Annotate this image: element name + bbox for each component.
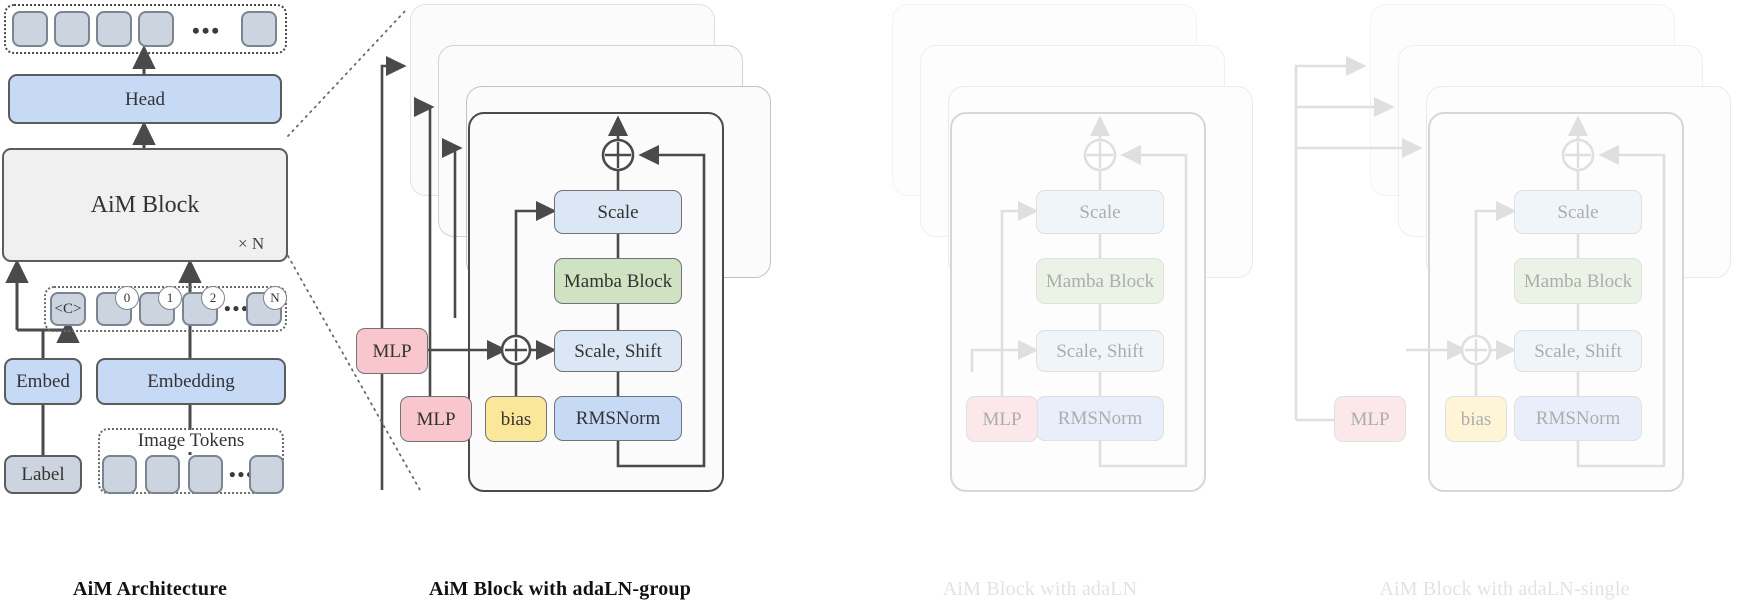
scale-shift-block-adaln: Scale, Shift — [1036, 330, 1164, 372]
token-index-badge-2: 2 — [201, 286, 225, 310]
scale-block-single: Scale — [1514, 190, 1642, 234]
scale-label-adaln: Scale — [1079, 201, 1121, 223]
mlp-block-single: MLP — [1334, 396, 1406, 442]
mamba-label-adaln: Mamba Block — [1045, 270, 1155, 292]
mamba-label: Mamba Block — [563, 270, 673, 292]
mamba-block: Mamba Block — [554, 258, 682, 304]
output-token-2 — [96, 11, 132, 47]
output-token-3 — [138, 11, 174, 47]
rmsnorm-label-adaln: RMSNorm — [1057, 408, 1143, 429]
panel-caption-architecture: AiM Architecture — [72, 578, 228, 600]
scale-shift-label-adaln: Scale, Shift — [1056, 340, 1144, 362]
mamba-label-single: Mamba Block — [1523, 270, 1633, 292]
head-block: Head — [8, 74, 282, 124]
label-block: Label — [4, 455, 82, 494]
mlp-block-scale: MLP — [356, 328, 428, 374]
embedding-label: Embedding — [147, 371, 235, 392]
class-token-label: <C> — [54, 300, 82, 317]
bias-block: bias — [485, 396, 547, 442]
sequence-token-ellipsis: ••• — [224, 299, 250, 320]
rmsnorm-label: RMSNorm — [575, 408, 661, 429]
rmsnorm-block-single: RMSNorm — [1514, 396, 1642, 441]
output-token-1 — [54, 11, 90, 47]
image-token-0 — [102, 455, 137, 494]
mlp-label: MLP — [372, 340, 412, 362]
image-token-last — [249, 455, 284, 494]
panel-caption-adaln-group: AiM Block with adaLN-group — [428, 578, 692, 600]
mlp-block-adaln: MLP — [966, 396, 1038, 442]
aim-block-label: AiM Block — [90, 192, 200, 218]
scale-shift-block: Scale, Shift — [554, 330, 682, 372]
panel3-wires — [970, 115, 1188, 468]
bias-block-single: bias — [1445, 396, 1507, 442]
mlp-label-adaln: MLP — [982, 408, 1022, 430]
rmsnorm-block-adaln: RMSNorm — [1036, 396, 1164, 441]
image-token-2 — [188, 455, 223, 494]
panel-aim-architecture: ••• Head AiM Block × N <C> 0 1 2 ••• N E… — [0, 0, 300, 609]
aim-block-repeat: × N — [238, 234, 265, 253]
scale-block: Scale — [554, 190, 682, 234]
bias-label: bias — [500, 408, 532, 430]
panel-caption-adaln: AiM Block with adaLN — [942, 578, 1138, 600]
embed-block: Embed — [4, 358, 82, 405]
stack-card-back-single — [1370, 4, 1675, 196]
scale-shift-label: Scale, Shift — [574, 340, 662, 362]
output-token-ellipsis: ••• — [192, 18, 222, 43]
scale-label: Scale — [597, 201, 639, 223]
panel-adaln: Scale Mamba Block Scale, Shift RMSNorm M… — [820, 0, 1260, 609]
scale-block-adaln: Scale — [1036, 190, 1164, 234]
mlp-block-shift: MLP — [400, 396, 472, 442]
mamba-block-single: Mamba Block — [1514, 258, 1642, 304]
scale-label-single: Scale — [1557, 201, 1599, 223]
rmsnorm-block: RMSNorm — [554, 396, 682, 441]
embedding-block: Embedding — [96, 358, 286, 405]
token-index-badge-n: N — [263, 286, 287, 310]
rmsnorm-label-single: RMSNorm — [1535, 408, 1621, 429]
stack-card-mid-adaln — [920, 45, 1225, 237]
panel4-wires — [1294, 55, 1666, 468]
head-label: Head — [124, 88, 166, 110]
mlp2-label: MLP — [416, 408, 456, 430]
block-card-main-adaln — [950, 112, 1206, 492]
token-index-badge-0: 0 — [115, 286, 139, 310]
bias-label-single: bias — [1460, 408, 1492, 430]
panel-caption-adaln-single: AiM Block with adaLN-single — [1379, 578, 1630, 600]
output-token-strip — [4, 4, 287, 54]
aim-block: AiM Block — [2, 148, 288, 262]
output-token-last — [241, 11, 277, 47]
label-block-text: Label — [21, 464, 65, 485]
token-index-badge-1: 1 — [158, 286, 182, 310]
image-token-ellipsis: ••• — [229, 465, 255, 486]
panel-adaln-group: Scale Mamba Block Scale, Shift RMSNorm M… — [287, 0, 820, 609]
embed-label: Embed — [16, 371, 70, 392]
mamba-block-adaln: Mamba Block — [1036, 258, 1164, 304]
panel2-wires — [287, 9, 706, 491]
block-card-main-single — [1428, 112, 1684, 492]
image-token-1 — [145, 455, 180, 494]
image-tokens-label: Image Tokens — [110, 430, 272, 452]
scale-shift-label-single: Scale, Shift — [1534, 340, 1622, 362]
class-token: <C> — [50, 292, 86, 326]
mlp-label-single: MLP — [1350, 408, 1390, 430]
scale-shift-block-single: Scale, Shift — [1514, 330, 1642, 372]
output-token-0 — [12, 11, 48, 47]
stack-card-mid-single — [1398, 45, 1703, 237]
panel-adaln-single: Scale Mamba Block Scale, Shift RMSNorm M… — [1260, 0, 1749, 609]
